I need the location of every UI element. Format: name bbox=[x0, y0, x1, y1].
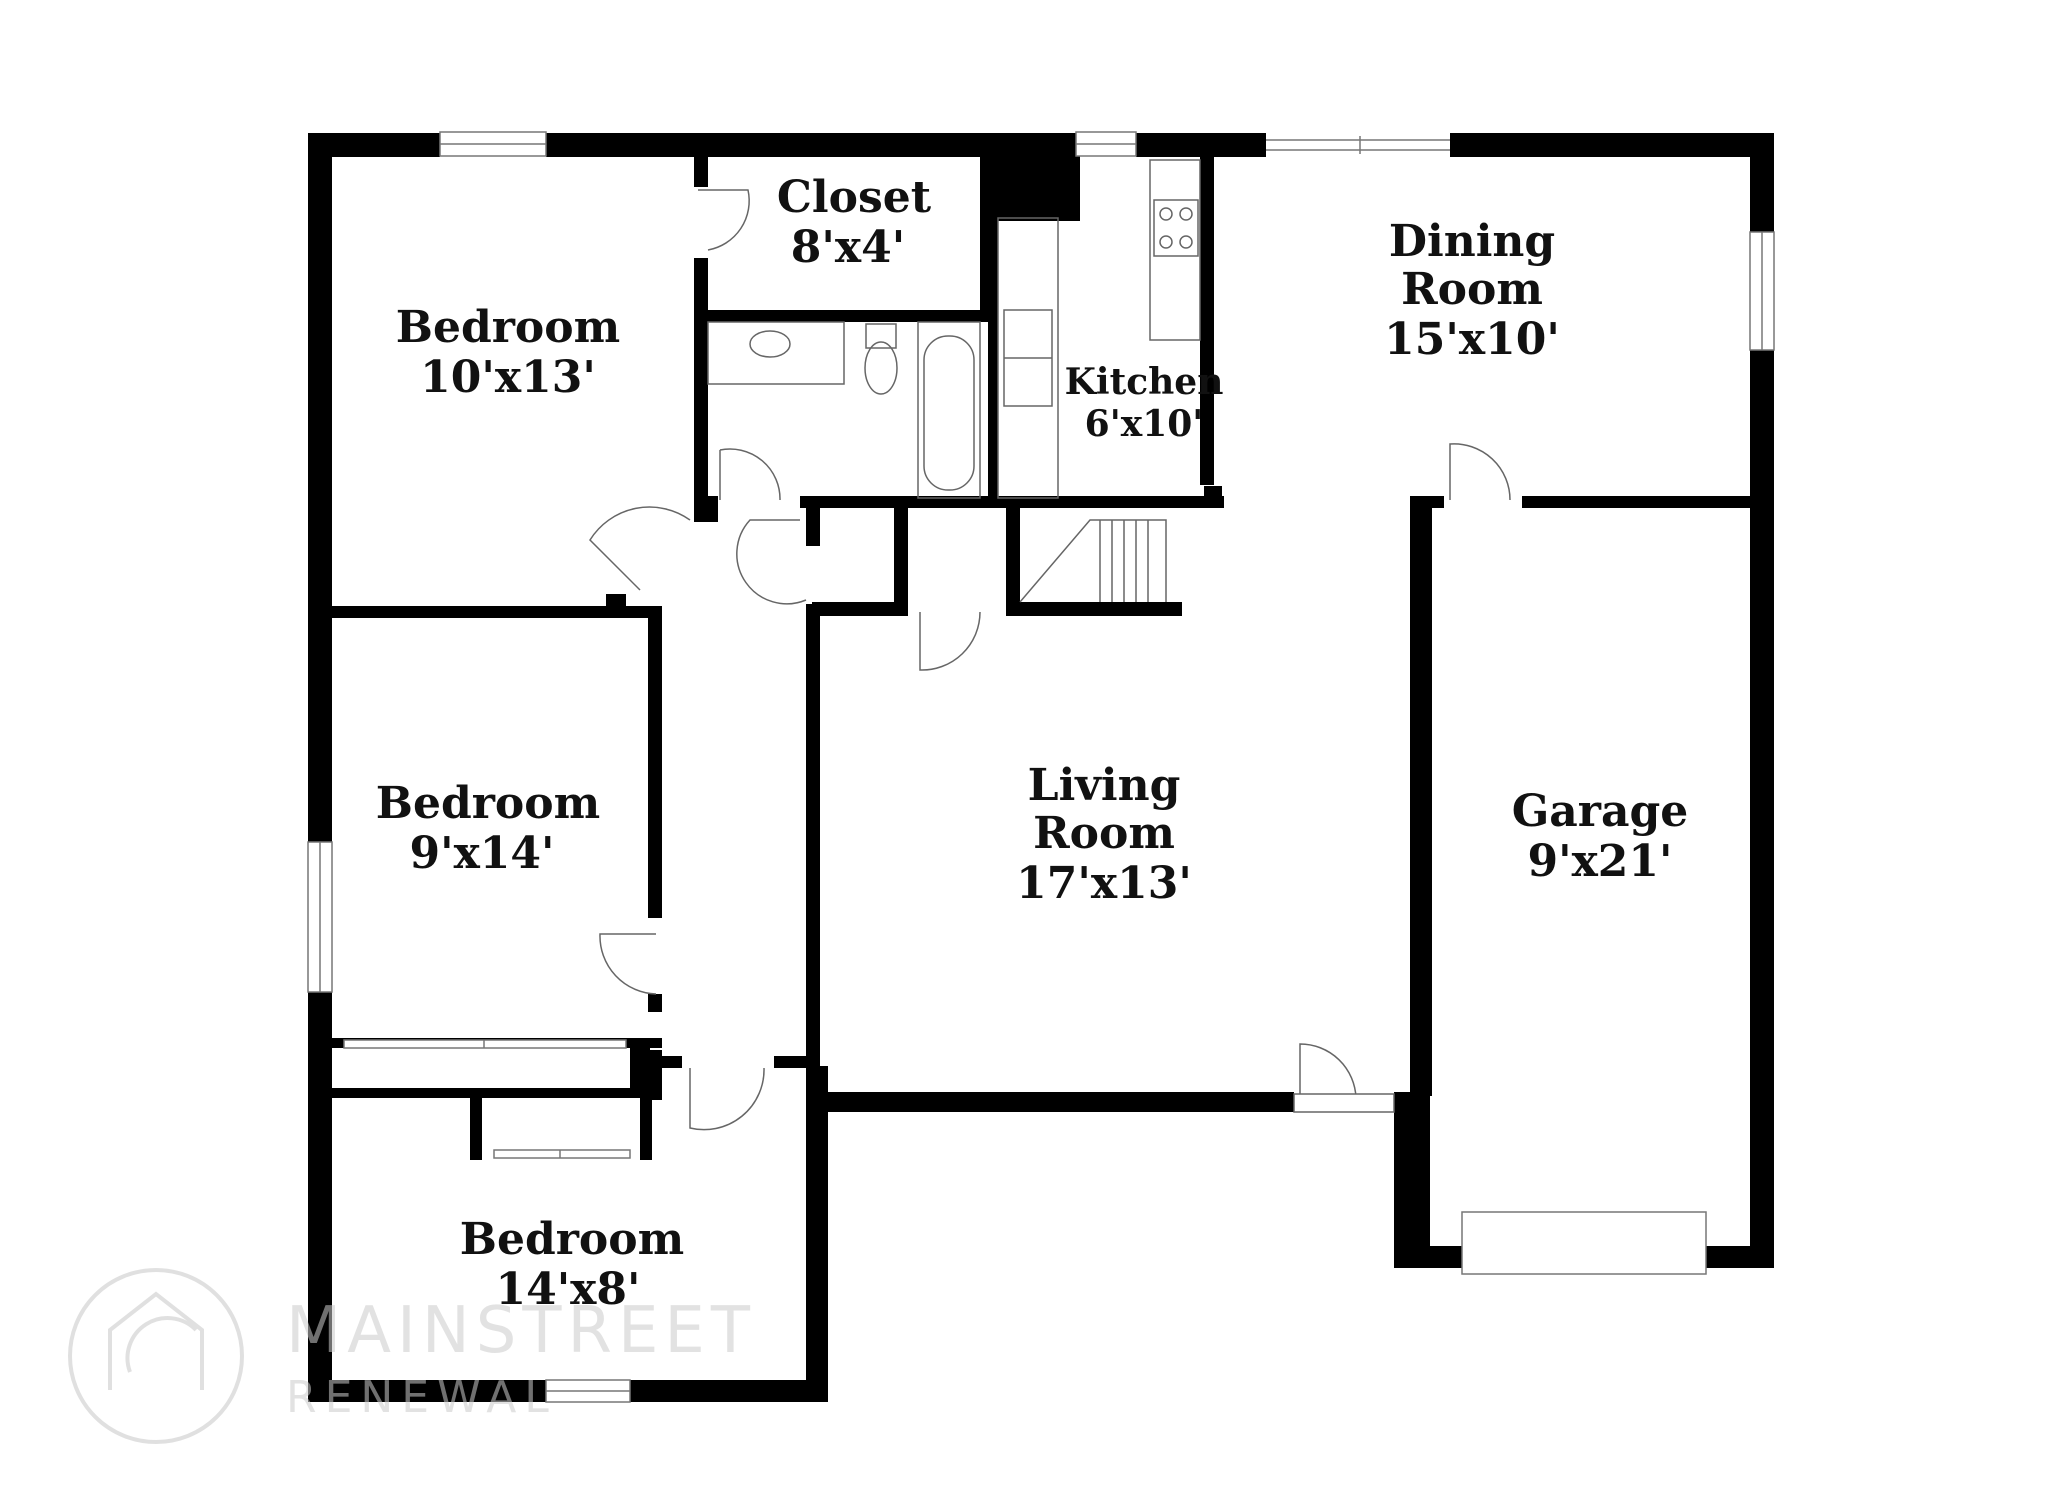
bathtub bbox=[917, 321, 981, 499]
label-bedroom-3-size: 14'x8' bbox=[495, 1264, 640, 1315]
label-closet-size: 8'x4' bbox=[791, 222, 905, 273]
label-bedroom-2-name: Bedroom bbox=[376, 778, 600, 829]
room-labels: Bedroom 10'x13' Closet 8'x4' Kitchen 6'x… bbox=[376, 172, 1688, 1315]
label-bedroom-2-size: 9'x14' bbox=[409, 828, 554, 879]
label-closet-name: Closet bbox=[777, 172, 932, 223]
label-living-name-line1: Living bbox=[1028, 760, 1181, 811]
label-living-name-line2: Room bbox=[1033, 808, 1175, 859]
stove-counter bbox=[1149, 159, 1201, 341]
sliding-doors bbox=[343, 136, 1450, 1159]
fixtures bbox=[707, 159, 1201, 603]
label-bedroom-1-size: 10'x13' bbox=[420, 352, 596, 403]
garage-door bbox=[1461, 1211, 1707, 1275]
label-garage-name: Garage bbox=[1512, 786, 1689, 837]
label-dining-size: 15'x10' bbox=[1384, 314, 1560, 365]
watermark-brand-line2: RENEWAL bbox=[286, 1372, 557, 1423]
toilet-tank bbox=[865, 323, 897, 349]
brand-logo-icon bbox=[68, 1268, 244, 1444]
label-kitchen-size: 6'x10' bbox=[1085, 403, 1204, 445]
vanity bbox=[707, 321, 845, 385]
sink-icon bbox=[749, 330, 791, 358]
watermark-brand-line1: MAINSTREET bbox=[286, 1294, 756, 1368]
label-garage-size: 9'x21' bbox=[1527, 836, 1672, 887]
toilet-icon bbox=[864, 341, 898, 395]
label-dining-name-line1: Dining bbox=[1389, 216, 1555, 267]
kitchen-counter bbox=[997, 217, 1059, 499]
label-kitchen-name: Kitchen bbox=[1065, 361, 1224, 403]
windows bbox=[307, 131, 1775, 1403]
label-bedroom-1-name: Bedroom bbox=[396, 302, 620, 353]
label-bedroom-3-name: Bedroom bbox=[460, 1214, 684, 1265]
stairs bbox=[1019, 519, 1167, 603]
stove-icon bbox=[1153, 199, 1199, 257]
door-swings bbox=[589, 189, 1511, 1131]
watermark: MAINSTREET RENEWAL bbox=[68, 1268, 756, 1444]
label-dining-name-line2: Room bbox=[1401, 264, 1543, 315]
label-living-size: 17'x13' bbox=[1016, 858, 1192, 909]
